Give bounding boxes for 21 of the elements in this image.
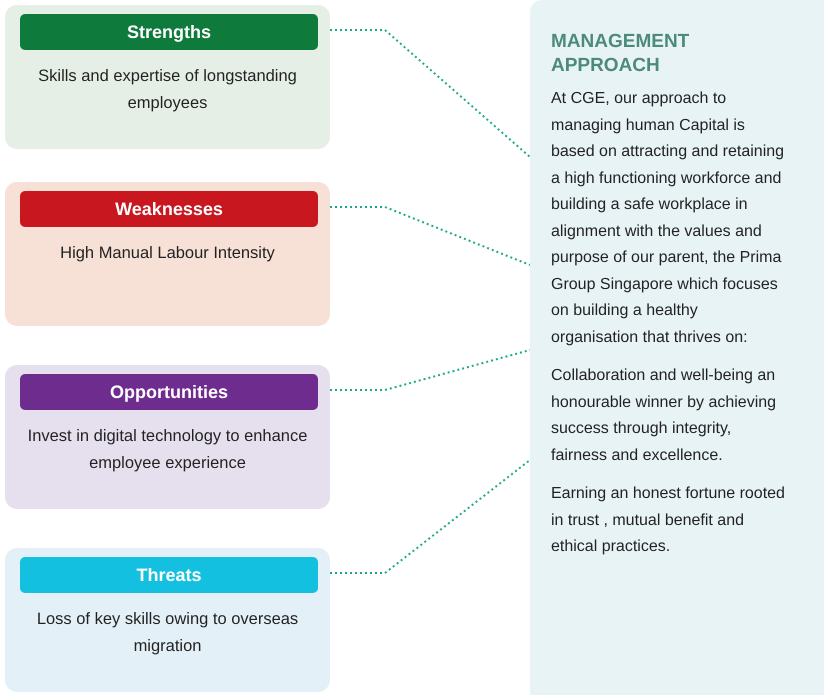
card-text: Skills and expertise of longstanding employees: [37, 66, 298, 114]
dotted-connector: [330, 459, 531, 574]
swot-card: [5, 5, 330, 149]
paragraph: Collaboration and well-being an honourable winner by achieving success through integrity, fairness and excellence.: [551, 366, 778, 466]
paragraph: Earning an honest fortune rooted in trust , mutual benefit and ethical practices.: [551, 484, 786, 557]
dotted-connector: [330, 206, 530, 266]
swot-card: [5, 182, 330, 326]
card-header: Threats: [20, 557, 318, 593]
card-text: High Manual Labour Intensity: [59, 243, 276, 264]
dotted-connector: [330, 29, 531, 158]
card-text: Invest in digital technology to enhance employee experience: [26, 426, 308, 474]
swot-card: [5, 548, 330, 692]
paragraph: At CGE, our approach to managing human Capital is based on attracting and retaining a high functioning workforce and building a safe workplace in alignment with the values and purpose of our parent, the Prima Group Singapore which focuses on building a healthy organisation that thrives on:: [551, 89, 786, 348]
card-header: Opportunities: [20, 374, 318, 410]
dotted-connector: [330, 349, 530, 391]
approach-panel: [530, 0, 824, 695]
card-header: Weaknesses: [20, 191, 318, 227]
card-header: Strengths: [20, 14, 318, 50]
panel-heading: MANAGEMENT APPROACH: [551, 30, 690, 78]
card-text: Loss of key skills owing to overseas migration: [36, 609, 300, 657]
swot-card: [5, 365, 330, 509]
